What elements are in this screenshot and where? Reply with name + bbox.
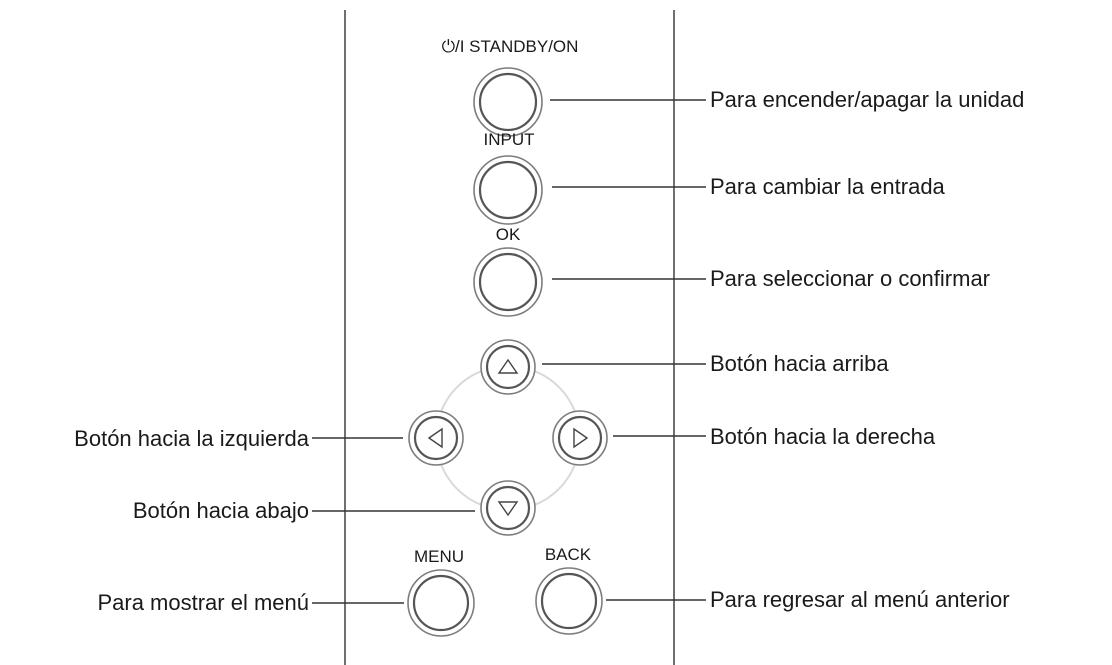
ok-button-label: OK <box>496 225 521 244</box>
right-button[interactable] <box>552 410 608 466</box>
input-button[interactable] <box>473 155 543 225</box>
triangle-down-icon <box>497 501 519 517</box>
back-button[interactable] <box>535 567 603 635</box>
left-callout: Botón hacia la izquierda <box>74 426 310 451</box>
back-callout: Para regresar al menú anterior <box>710 587 1010 612</box>
triangle-up-icon <box>497 358 519 374</box>
standby-button-label: ⏻/I STANDBY/ON <box>442 37 579 56</box>
menu-callout: Para mostrar el menú <box>97 590 309 615</box>
triangle-left-icon <box>427 427 443 449</box>
right-callout: Botón hacia la derecha <box>710 424 936 449</box>
ok-callout: Para seleccionar o confirmar <box>710 266 990 291</box>
input-callout: Para cambiar la entrada <box>710 174 946 199</box>
down-callout: Botón hacia abajo <box>133 498 309 523</box>
left-button[interactable] <box>408 410 464 466</box>
up-button[interactable] <box>480 339 536 395</box>
input-button-label: INPUT <box>484 130 535 149</box>
standby-callout: Para encender/apagar la unidad <box>710 87 1024 112</box>
standby-button[interactable] <box>473 67 543 137</box>
down-button[interactable] <box>480 480 536 536</box>
up-callout: Botón hacia arriba <box>710 351 889 376</box>
ok-button[interactable] <box>473 247 543 317</box>
back-button-label: BACK <box>545 545 592 564</box>
menu-button-label: MENU <box>414 547 464 566</box>
menu-button[interactable] <box>407 569 475 637</box>
triangle-right-icon <box>573 427 589 449</box>
